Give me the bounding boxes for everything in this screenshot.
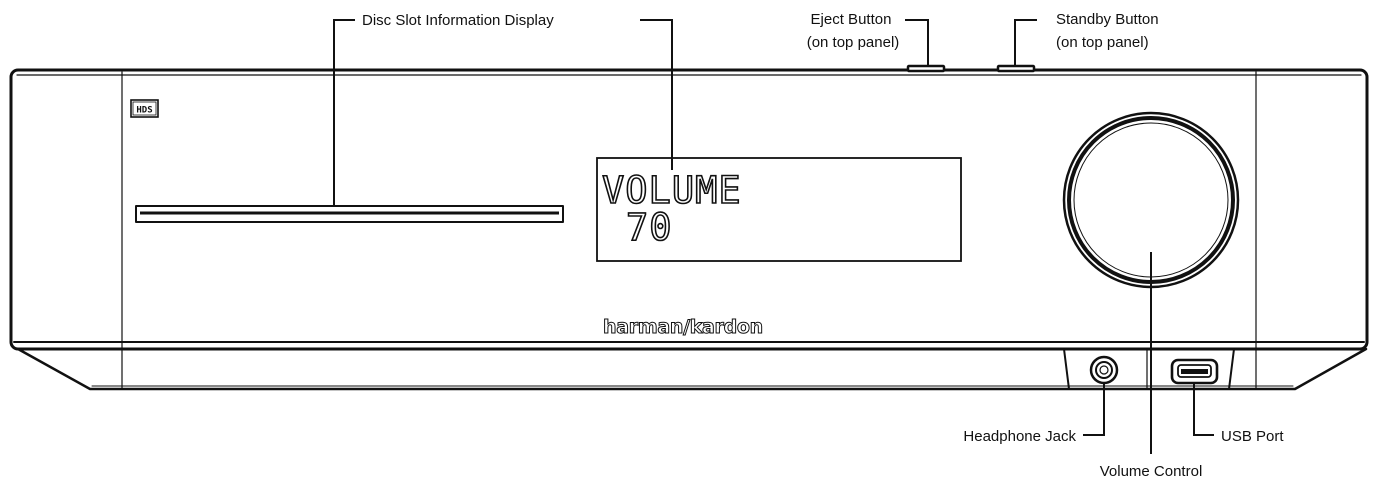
label-disc-slot-display: Disc Slot Information Display: [362, 12, 554, 29]
top-buttons: [906, 64, 1036, 73]
headphone-jack[interactable]: [1089, 355, 1119, 385]
leader-headphone: [1083, 383, 1105, 436]
information-display: VOLUME 70: [596, 157, 962, 262]
display-line-1: VOLUME: [602, 169, 742, 212]
leader-usb: [1193, 383, 1214, 436]
front-panel-outline: [9, 68, 1369, 351]
leader-disc-slot: [333, 19, 355, 206]
leader-info-display: [640, 19, 673, 170]
usb-port[interactable]: [1170, 358, 1219, 385]
leader-lines: [333, 19, 1214, 454]
eject-button[interactable]: [906, 64, 946, 73]
label-usb-port: USB Port: [1221, 428, 1284, 445]
leader-eject: [905, 19, 929, 66]
connector-recess: [1063, 348, 1235, 390]
label-standby-line-2: (on top panel): [1056, 34, 1149, 51]
display-line-2: 70: [626, 206, 673, 249]
leader-standby: [1014, 19, 1037, 66]
standby-button[interactable]: [996, 64, 1036, 73]
label-standby-line-1: Standby Button: [1056, 11, 1159, 28]
hds-badge-text: HDS: [136, 106, 152, 116]
label-headphone-jack: Headphone Jack: [963, 428, 1076, 445]
label-eject-line-2: (on top panel): [807, 34, 900, 51]
hds-badge: HDS: [130, 99, 159, 118]
label-eject-line-1: Eject Button: [811, 11, 892, 28]
chassis: [9, 68, 1369, 391]
label-volume-control: Volume Control: [1100, 463, 1203, 480]
disc-slot: [135, 205, 564, 223]
base-plinth: [16, 347, 1368, 391]
callout-labels: Disc Slot Information Display Eject Butt…: [362, 11, 1284, 480]
brand-logo: harman/kardon: [603, 316, 763, 338]
